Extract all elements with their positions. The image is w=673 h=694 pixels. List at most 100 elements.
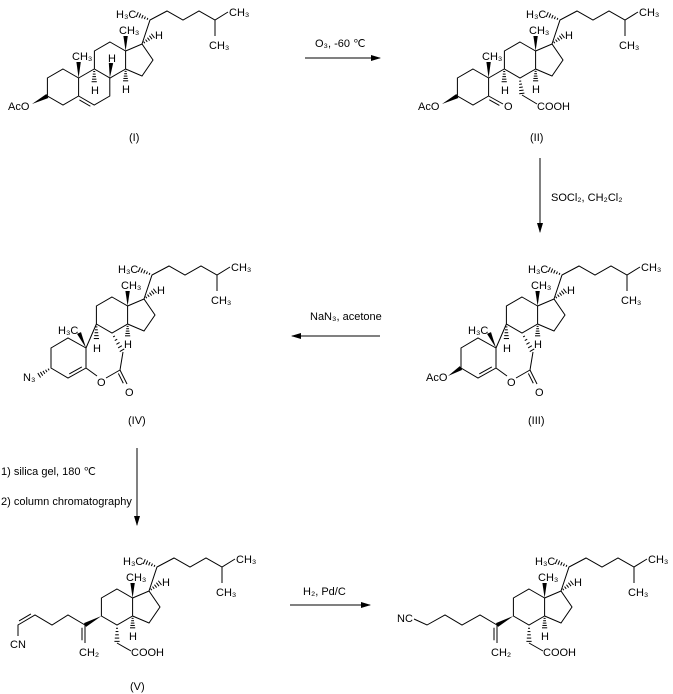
bond [529,369,538,385]
atom-label-h3c: H₃C [535,556,555,568]
hash-bond [140,268,144,273]
bond [495,323,507,349]
bond [116,642,132,652]
atom-label-ch3: CH₃ [231,262,251,274]
atom-label-ch2: CH₂ [79,647,99,659]
hash-bond [148,561,151,566]
atom-label-cooh: COOH [131,647,164,659]
hash-bond [565,564,568,568]
hash-bond [47,368,50,371]
atom-label-h3c: H₃C [116,9,136,21]
bond [78,68,95,79]
hash-bond [154,584,158,588]
reagent-step4-line1: 1) silica gel, 180 ℃ [1,466,96,478]
atom-label-ch3: CH₃ [639,7,659,19]
atom-label-ch3: CH₃ [126,572,146,584]
wedge-bond [130,583,135,598]
atom-label-ch3: CH₃ [236,554,256,566]
hash-bond [151,290,155,295]
atom-label-ch3: CH₃ [641,262,661,274]
hash-bond [527,345,533,349]
compound-label-V: (V) [130,681,145,693]
atom-label-h: H [93,343,101,355]
hash-bond [45,369,48,373]
wedge-bond [533,36,538,51]
atom-label-ch3: CH₃ [121,280,141,292]
reagent-step4-line2: 2) column chromatography [1,496,132,508]
atom-label-ch3: CH₃ [619,40,639,52]
hash-bond [150,563,153,567]
hash-bond [560,33,565,39]
compound-label-III: (III) [528,415,545,427]
hash-bond [569,580,574,586]
bond [85,323,97,349]
hash-bond [556,17,559,21]
atom-label-h3c: H₃C [528,264,548,276]
hash-bond [152,288,157,294]
hash-bond [143,41,146,44]
hash-bond [557,37,561,41]
hash-bond [150,33,155,39]
bond [512,588,546,626]
hash-bond [153,564,156,568]
hash-bond [529,348,535,353]
hash-bond [137,266,141,273]
hash-bond [145,271,148,275]
atom-label-h3c: H₃C [526,9,546,21]
atom-label-ch3: CH₃ [229,7,249,19]
atom-label-o: O [535,387,544,399]
hash-bond [548,13,552,18]
hash-bond [138,13,142,18]
hash-bond [147,37,151,41]
hash-bond [551,14,554,19]
hash-bond [561,290,565,295]
bond [527,373,534,384]
reagent-step2: SOCl₂, CH₂Cl₂ [551,192,622,204]
bond [95,296,129,334]
bond [127,298,156,332]
atom-label-ch3: CH₃ [648,554,668,566]
hash-bond [37,372,41,378]
bond [503,41,537,79]
bond [529,351,534,371]
bond [119,369,128,385]
atom-label-h: H [532,84,540,96]
atom-label-ch3: CH₃ [628,587,648,599]
atom-label-h: H [567,285,575,297]
atom-label-h: H [108,53,116,65]
hash-bond [146,17,149,21]
wedge-bond [442,94,459,104]
atom-label-cooh: COOH [537,101,570,113]
bond [456,68,490,106]
atom-label-h3c: H₃C [123,556,143,568]
atom-label-aco: AcO [8,101,30,113]
hash-bond [559,35,563,40]
atom-label-h: H [155,30,163,42]
bond [460,337,497,379]
wedge-bond [123,36,128,51]
wedge-bond [495,616,514,627]
atom-label-n3: N₃ [23,372,35,384]
hash-bond [519,89,524,92]
atom-label-ch3: CH₃ [209,40,229,52]
hash-bond [114,338,118,342]
hash-bond [156,582,160,587]
wedge-bond [77,332,86,348]
hash-bond [143,269,146,274]
reagent-step1: O₃, -60 ℃ [315,38,365,50]
atom-label-h: H [129,631,137,643]
hash-bond [555,271,558,275]
hash-bond [566,584,570,588]
hash-bond [545,11,549,18]
hash-bond [555,296,558,299]
atom-label-ch3: CH₃ [216,587,236,599]
bond [79,99,91,107]
atom-label-cooh: COOH [543,647,576,659]
hash-bond [524,338,528,342]
atom-label-h: H [534,339,542,351]
bond [132,590,161,624]
